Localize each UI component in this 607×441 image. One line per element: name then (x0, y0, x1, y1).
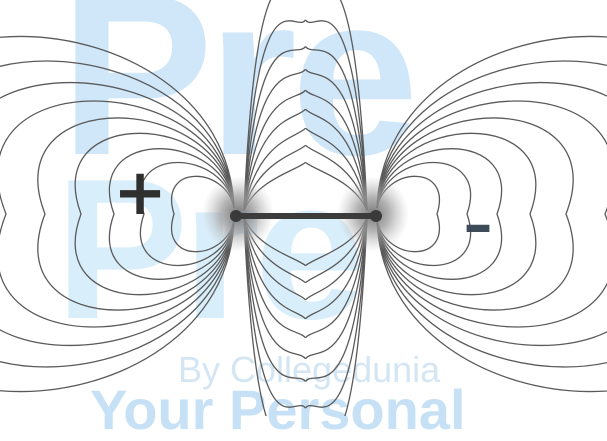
field-line-left-2 (139, 161, 235, 267)
field-line-inner-top-right-9 (339, 0, 368, 211)
field-line-inner-top-left-9 (243, 0, 272, 211)
positive-charge (230, 210, 242, 222)
negative-sign: – (464, 190, 493, 258)
field-line-left-8 (0, 60, 235, 368)
field-line-left-3 (108, 148, 235, 280)
field-line-left-6 (0, 100, 235, 328)
field-line-right-9 (376, 35, 607, 393)
field-line-inner-top-right-8 (304, 19, 368, 211)
field-line-inner-bottom-right-9 (344, 217, 368, 416)
field-line-inner-top-left-7 (243, 46, 307, 211)
field-lines (0, 0, 607, 416)
field-line-left-7 (0, 82, 235, 346)
field-line-right-3 (376, 148, 503, 280)
field-line-inner-bottom-right-5 (304, 217, 368, 339)
field-line-left-5 (37, 117, 235, 311)
field-line-left-9 (0, 35, 235, 393)
field-line-inner-top-right-5 (304, 89, 368, 211)
field-line-inner-bottom-right-8 (304, 217, 368, 409)
field-line-inner-top-left-8 (243, 19, 307, 211)
field-line-right-2 (376, 161, 472, 267)
field-line-inner-top-left-5 (243, 89, 307, 211)
field-line-right-4 (376, 132, 537, 296)
field-line-inner-bottom-left-8 (243, 217, 307, 409)
field-line-inner-bottom-left-6 (243, 217, 307, 360)
positive-sign: + (113, 156, 167, 230)
field-line-inner-bottom-right-6 (304, 217, 368, 360)
field-line-inner-bottom-left-5 (243, 217, 307, 339)
field-line-inner-bottom-right-7 (304, 217, 368, 382)
field-line-right-8 (376, 60, 607, 368)
field-line-inner-top-left-6 (243, 68, 307, 211)
negative-charge (370, 210, 382, 222)
field-line-right-5 (376, 117, 574, 311)
field-line-left-4 (74, 132, 235, 296)
charges (202, 176, 409, 252)
field-line-right-7 (376, 82, 607, 346)
field-line-right-6 (376, 100, 607, 328)
field-line-inner-top-right-6 (304, 68, 368, 211)
field-line-inner-bottom-left-7 (243, 217, 307, 382)
field-line-inner-bottom-left-9 (243, 217, 267, 416)
field-line-right-1 (376, 175, 440, 253)
watermark-by-collegedunia: By Collegedunia (178, 349, 441, 390)
dipole-field-diagram: + – (0, 0, 607, 416)
field-line-left-1 (171, 175, 235, 253)
field-line-inner-top-right-7 (304, 46, 368, 211)
